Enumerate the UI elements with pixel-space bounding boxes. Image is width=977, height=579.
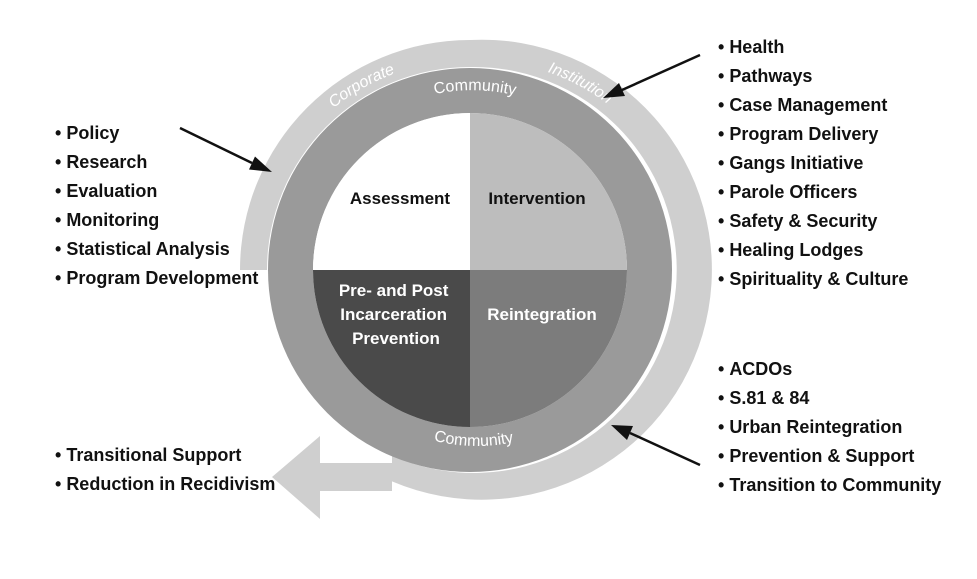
list-corporate-functions: Policy Research Evaluation Monitoring St…: [55, 119, 258, 293]
list-item: S.81 & 84: [718, 384, 941, 413]
arrow-right-top-head: [603, 83, 625, 98]
list-item: Safety & Security: [718, 207, 908, 236]
list-item: Healing Lodges: [718, 236, 908, 265]
label-assessment: Assessment: [350, 189, 451, 208]
list-item: Evaluation: [55, 177, 258, 206]
label-prevention-line-1: Pre- and Post: [339, 281, 449, 300]
list-community-functions: ACDOs S.81 & 84 Urban Reintegration Prev…: [718, 355, 941, 500]
list-item: Program Development: [55, 264, 258, 293]
arrow-right-bottom-head: [611, 425, 633, 440]
quadrant-reintegration: [470, 270, 627, 427]
ring-label-community-bottom: Community: [433, 428, 515, 450]
list-item: Health: [718, 33, 908, 62]
list-item: ACDOs: [718, 355, 941, 384]
arrow-right-bottom: [629, 431, 701, 467]
list-item: Case Management: [718, 91, 908, 120]
list-item: Transition to Community: [718, 471, 941, 500]
list-item: Parole Officers: [718, 178, 908, 207]
label-prevention-line-2: Incarceration: [340, 305, 447, 324]
list-item: Reduction in Recidivism: [55, 470, 275, 499]
arrow-right-top: [621, 53, 701, 92]
list-item: Statistical Analysis: [55, 235, 258, 264]
quadrant-assessment: [313, 113, 470, 270]
label-prevention: Pre- and Post Incarceration Prevention: [339, 281, 453, 348]
list-item: Research: [55, 148, 258, 177]
list-item: Prevention & Support: [718, 442, 941, 471]
ring-label-community-top: Community: [432, 77, 517, 99]
label-prevention-line-3: Prevention: [352, 329, 440, 348]
list-item: Pathways: [718, 62, 908, 91]
outer-band: [240, 39, 712, 519]
list-item: Transitional Support: [55, 441, 275, 470]
list-item: Spirituality & Culture: [718, 265, 908, 294]
list-institution-functions: Health Pathways Case Management Program …: [718, 33, 908, 294]
list-item: Gangs Initiative: [718, 149, 908, 178]
list-item: Urban Reintegration: [718, 413, 941, 442]
list-item: Monitoring: [55, 206, 258, 235]
list-outcomes: Transitional Support Reduction in Recidi…: [55, 441, 275, 499]
list-item: Program Delivery: [718, 120, 908, 149]
quadrant-prevention: [313, 270, 470, 427]
label-reintegration: Reintegration: [487, 305, 597, 324]
quadrant-intervention: [470, 113, 627, 270]
label-intervention: Intervention: [488, 189, 585, 208]
list-item: Policy: [55, 119, 258, 148]
